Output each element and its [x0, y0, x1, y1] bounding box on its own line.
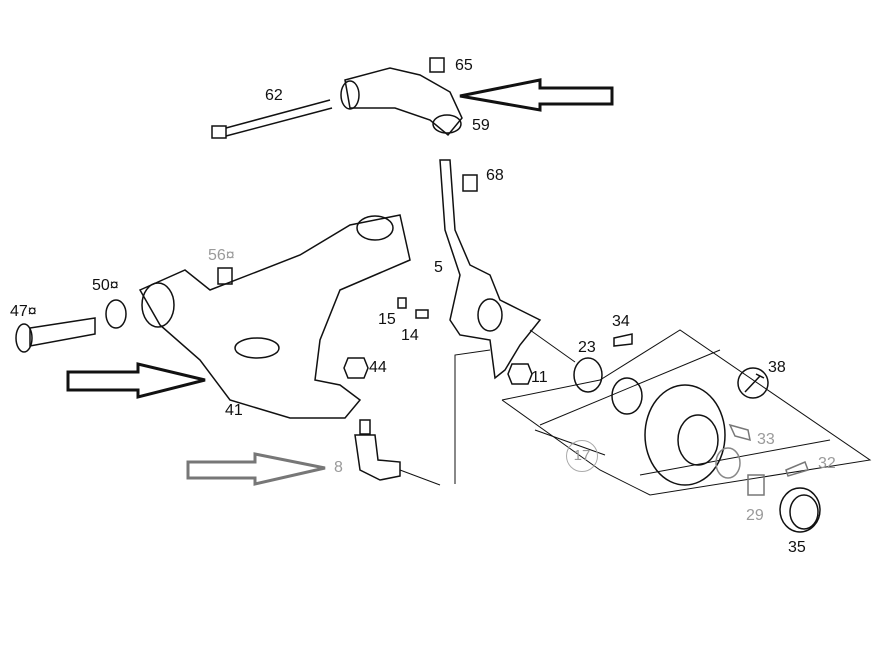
label-17: 17	[566, 440, 598, 472]
label-62: 62	[265, 87, 283, 104]
seal-23	[573, 357, 603, 393]
screw-33	[728, 423, 751, 442]
label-68: 68	[486, 167, 504, 184]
bearing-outer	[715, 447, 741, 479]
lower-control-arm	[138, 214, 411, 419]
part-15	[397, 297, 407, 309]
label-29: 29	[746, 507, 764, 524]
label-33: 33	[757, 431, 775, 448]
arrow-lower-arm	[66, 362, 206, 399]
bolt-62	[211, 99, 333, 139]
label-5: 5	[434, 259, 443, 276]
label-50: 50¤	[92, 277, 119, 294]
label-11: 11	[531, 369, 548, 386]
grease-cap-35	[779, 487, 821, 533]
part-14	[415, 309, 429, 319]
bolt-34	[613, 333, 633, 347]
bearing-inner	[611, 377, 643, 415]
label-65: 65	[455, 57, 473, 74]
upper-control-arm	[340, 57, 463, 137]
wrench-symbol-38	[737, 367, 769, 399]
washer-50	[105, 299, 127, 329]
arrow-ball-joint	[186, 452, 326, 486]
label-41: 41	[225, 402, 243, 419]
bolt-47	[15, 317, 96, 353]
label-23: 23	[578, 339, 596, 356]
label-44: 44	[369, 359, 387, 376]
label-38: 38	[768, 359, 786, 376]
wheel-hub	[644, 384, 726, 486]
nut-29	[747, 474, 765, 496]
label-14: 14	[401, 327, 419, 344]
label-8: 8	[334, 459, 343, 476]
ball-joint-8	[354, 419, 441, 486]
label-47: 47¤	[10, 303, 37, 320]
arrow-upper-arm	[459, 78, 614, 112]
label-34: 34	[612, 313, 630, 330]
label-56: 56¤	[208, 247, 235, 264]
bolt-32	[785, 461, 809, 477]
label-35: 35	[788, 539, 806, 556]
steering-knuckle	[439, 159, 542, 385]
wrench-icon	[744, 373, 765, 393]
label-15: 15	[378, 311, 396, 328]
label-32: 32	[818, 455, 836, 472]
label-59: 59	[472, 117, 490, 134]
